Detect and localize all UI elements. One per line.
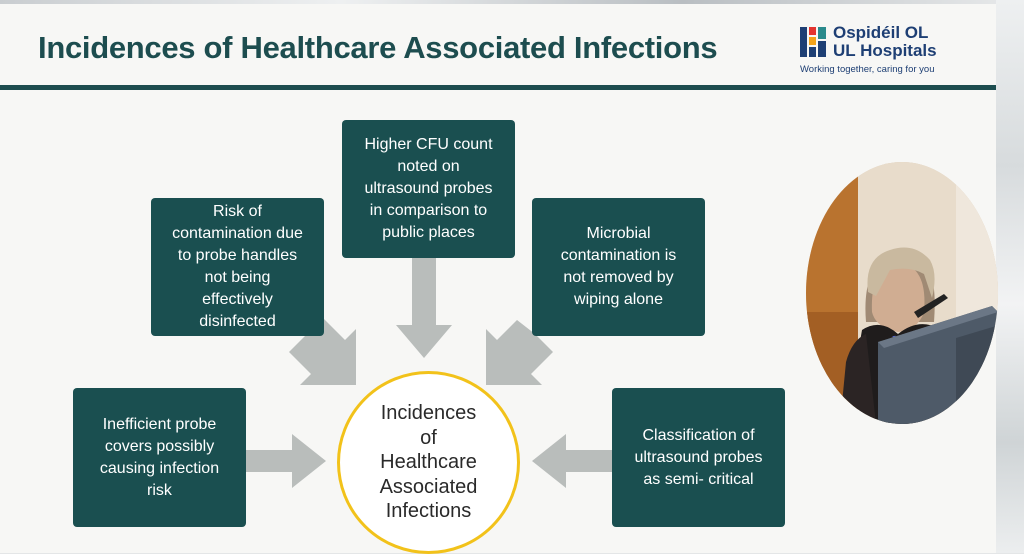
box-top-left-line: disinfected: [199, 313, 276, 330]
center-line: Associated: [379, 475, 478, 498]
diagram-arrows: [245, 243, 612, 488]
arrow-right-bottom-left: [245, 434, 326, 488]
screen-right-edge: [996, 0, 1024, 553]
box-semi-critical-classification: Classification of ultrasound probes as s…: [612, 388, 785, 527]
box-higher-cfu-count: Higher CFU count noted on ultrasound pro…: [342, 120, 515, 258]
arrow-left-bottom-right: [532, 434, 612, 488]
box-probe-handles-risk: Risk of contamination due to probe handl…: [151, 198, 324, 336]
speaker-video-image: [806, 162, 998, 424]
logo-name-irish: Ospidéil OL: [833, 23, 929, 42]
box-top-right-line: contamination is: [560, 247, 677, 264]
box-top-right-line: Microbial: [586, 225, 651, 242]
slide-title: Incidences of Healthcare Associated Infe…: [38, 30, 718, 65]
center-line: Healthcare: [380, 451, 477, 474]
box-bottom-left-line: Inefficient probe: [102, 415, 217, 433]
box-top-center-line: ultrasound probes: [364, 180, 493, 197]
presentation-slide: Incidences of Healthcare Associated Infe…: [0, 4, 998, 554]
arrow-down-top-center: [396, 243, 452, 358]
box-bottom-left-line: covers possibly: [104, 437, 215, 455]
box-bottom-right-line: Classification of: [642, 426, 755, 444]
logo-tagline: Working together, caring for you: [800, 64, 935, 75]
box-bottom-left-line: causing infection: [99, 459, 220, 477]
header-divider: [0, 85, 996, 90]
box-bottom-right-line: as semi- critical: [643, 470, 754, 488]
box-top-center-line: public places: [382, 224, 475, 241]
box-top-left-line: to probe handles: [177, 247, 298, 264]
logo-mark-icon: [800, 27, 826, 57]
center-line: Incidences: [380, 402, 477, 425]
screen-top-edge: [0, 0, 1024, 4]
speaker-video-feed: [806, 162, 998, 424]
box-top-center-line: in comparison to: [369, 202, 488, 219]
box-top-right-line: wiping alone: [574, 291, 663, 308]
box-top-center-line: noted on: [397, 158, 460, 175]
central-topic-circle: Incidences of Healthcare Associated Infe…: [337, 371, 520, 554]
center-line: Infections: [385, 500, 472, 523]
box-top-left-line: Risk of: [213, 203, 262, 220]
box-top-left-line: contamination due: [172, 225, 303, 242]
arrow-diagonal-top-right: [486, 320, 553, 385]
box-inefficient-probe-covers: Inefficient probe covers possibly causin…: [73, 388, 246, 527]
box-top-right-line: not removed by: [563, 269, 674, 286]
center-line: of: [420, 426, 437, 449]
arrow-diagonal-top-left: [289, 318, 356, 385]
box-top-left-line: effectively: [202, 291, 273, 308]
logo-name: Ospidéil OL UL Hospitals: [833, 24, 937, 60]
box-microbial-contamination: Microbial contamination is not removed b…: [532, 198, 705, 336]
box-top-center-line: Higher CFU count: [364, 136, 493, 153]
box-bottom-right-line: ultrasound probes: [634, 448, 763, 466]
box-top-left-line: not being: [204, 269, 271, 286]
logo-name-english: UL Hospitals: [833, 41, 937, 60]
box-bottom-left-line: risk: [147, 481, 172, 499]
hospital-logo: Ospidéil OL UL Hospitals Working togethe…: [800, 24, 990, 76]
